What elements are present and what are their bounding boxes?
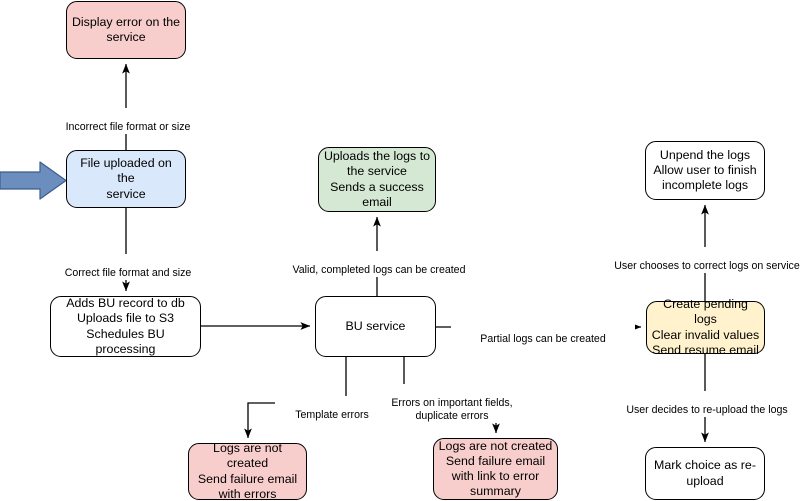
node-mark-choice-as-re-upload[interactable]: Mark choice as re- upload	[645, 447, 765, 500]
edge-label-incorrect-file-format-text: Incorrect file format or size	[65, 121, 191, 133]
node-bu-service-label: BU service	[345, 318, 406, 333]
edge-label-valid-completed-logs: Valid, completed logs can be created	[257, 251, 501, 277]
edge-label-user-chooses-correct-logs: User chooses to correct logs on service	[580, 247, 801, 273]
node-display-error[interactable]: Display error on the service	[66, 1, 186, 59]
node-logs-not-created-template-errors[interactable]: Logs are not created Send failure email …	[188, 441, 307, 501]
edge-label-valid-completed-logs-text: Valid, completed logs can be created	[292, 264, 466, 276]
node-file-uploaded-label: File uploaded on the service	[80, 156, 172, 201]
edge-label-partial-logs-text: Partial logs can be created	[480, 333, 606, 345]
node-display-error-label: Display error on the service	[71, 14, 181, 44]
edge-label-errors-important-fields: Errors on important fields, duplicate er…	[380, 384, 524, 423]
edge-label-incorrect-file-format: Incorrect file format or size	[36, 108, 220, 134]
node-logs-not-created-field-errors[interactable]: Logs are not created Send failure email …	[433, 438, 558, 500]
edge-label-partial-logs: Partial logs can be created	[451, 320, 635, 346]
node-adds-bu-record-label: Adds BU record to db Uploads file to S3 …	[66, 296, 185, 356]
edge-label-errors-important-fields-text: Errors on important fields, duplicate er…	[391, 397, 513, 422]
node-uploads-the-logs[interactable]: Uploads the logs to the service Sends a …	[318, 147, 436, 212]
edge-label-correct-file-format-text: Correct file format and size	[64, 267, 192, 279]
external-input-block-arrow	[0, 161, 67, 200]
edge-label-template-errors-text: Template errors	[295, 409, 369, 421]
node-mark-choice-label: Mark choice as re- upload	[654, 458, 756, 488]
node-file-uploaded-on-the-service[interactable]: File uploaded on the service	[66, 150, 186, 208]
node-unpend-the-logs-label: Unpend the logs Allow user to finish inc…	[653, 147, 757, 193]
node-adds-bu-record[interactable]: Adds BU record to db Uploads file to S3 …	[50, 296, 201, 357]
edge-label-user-decides-reupload-text: User decides to re-upload the logs	[626, 404, 788, 416]
edge-label-user-decides-reupload: User decides to re-upload the logs	[594, 391, 801, 417]
edge-label-template-errors: Template errors	[275, 396, 389, 422]
node-logs-not-created-template-label: Logs are not created Send failure email …	[197, 441, 298, 501]
node-logs-not-created-fields-label: Logs are not created Send failure email …	[438, 438, 553, 499]
node-create-pending-logs[interactable]: Create pending logs Clear invalid values…	[646, 297, 765, 357]
node-create-pending-logs-label: Create pending logs Clear invalid values…	[651, 297, 760, 357]
edge-label-correct-file-format: Correct file format and size	[36, 254, 220, 280]
node-unpend-the-logs[interactable]: Unpend the logs Allow user to finish inc…	[645, 141, 765, 200]
node-uploads-the-logs-label: Uploads the logs to the service Sends a …	[323, 149, 431, 209]
edge-label-user-chooses-correct-logs-text: User chooses to correct logs on service	[614, 260, 800, 272]
node-bu-service[interactable]: BU service	[315, 296, 436, 357]
